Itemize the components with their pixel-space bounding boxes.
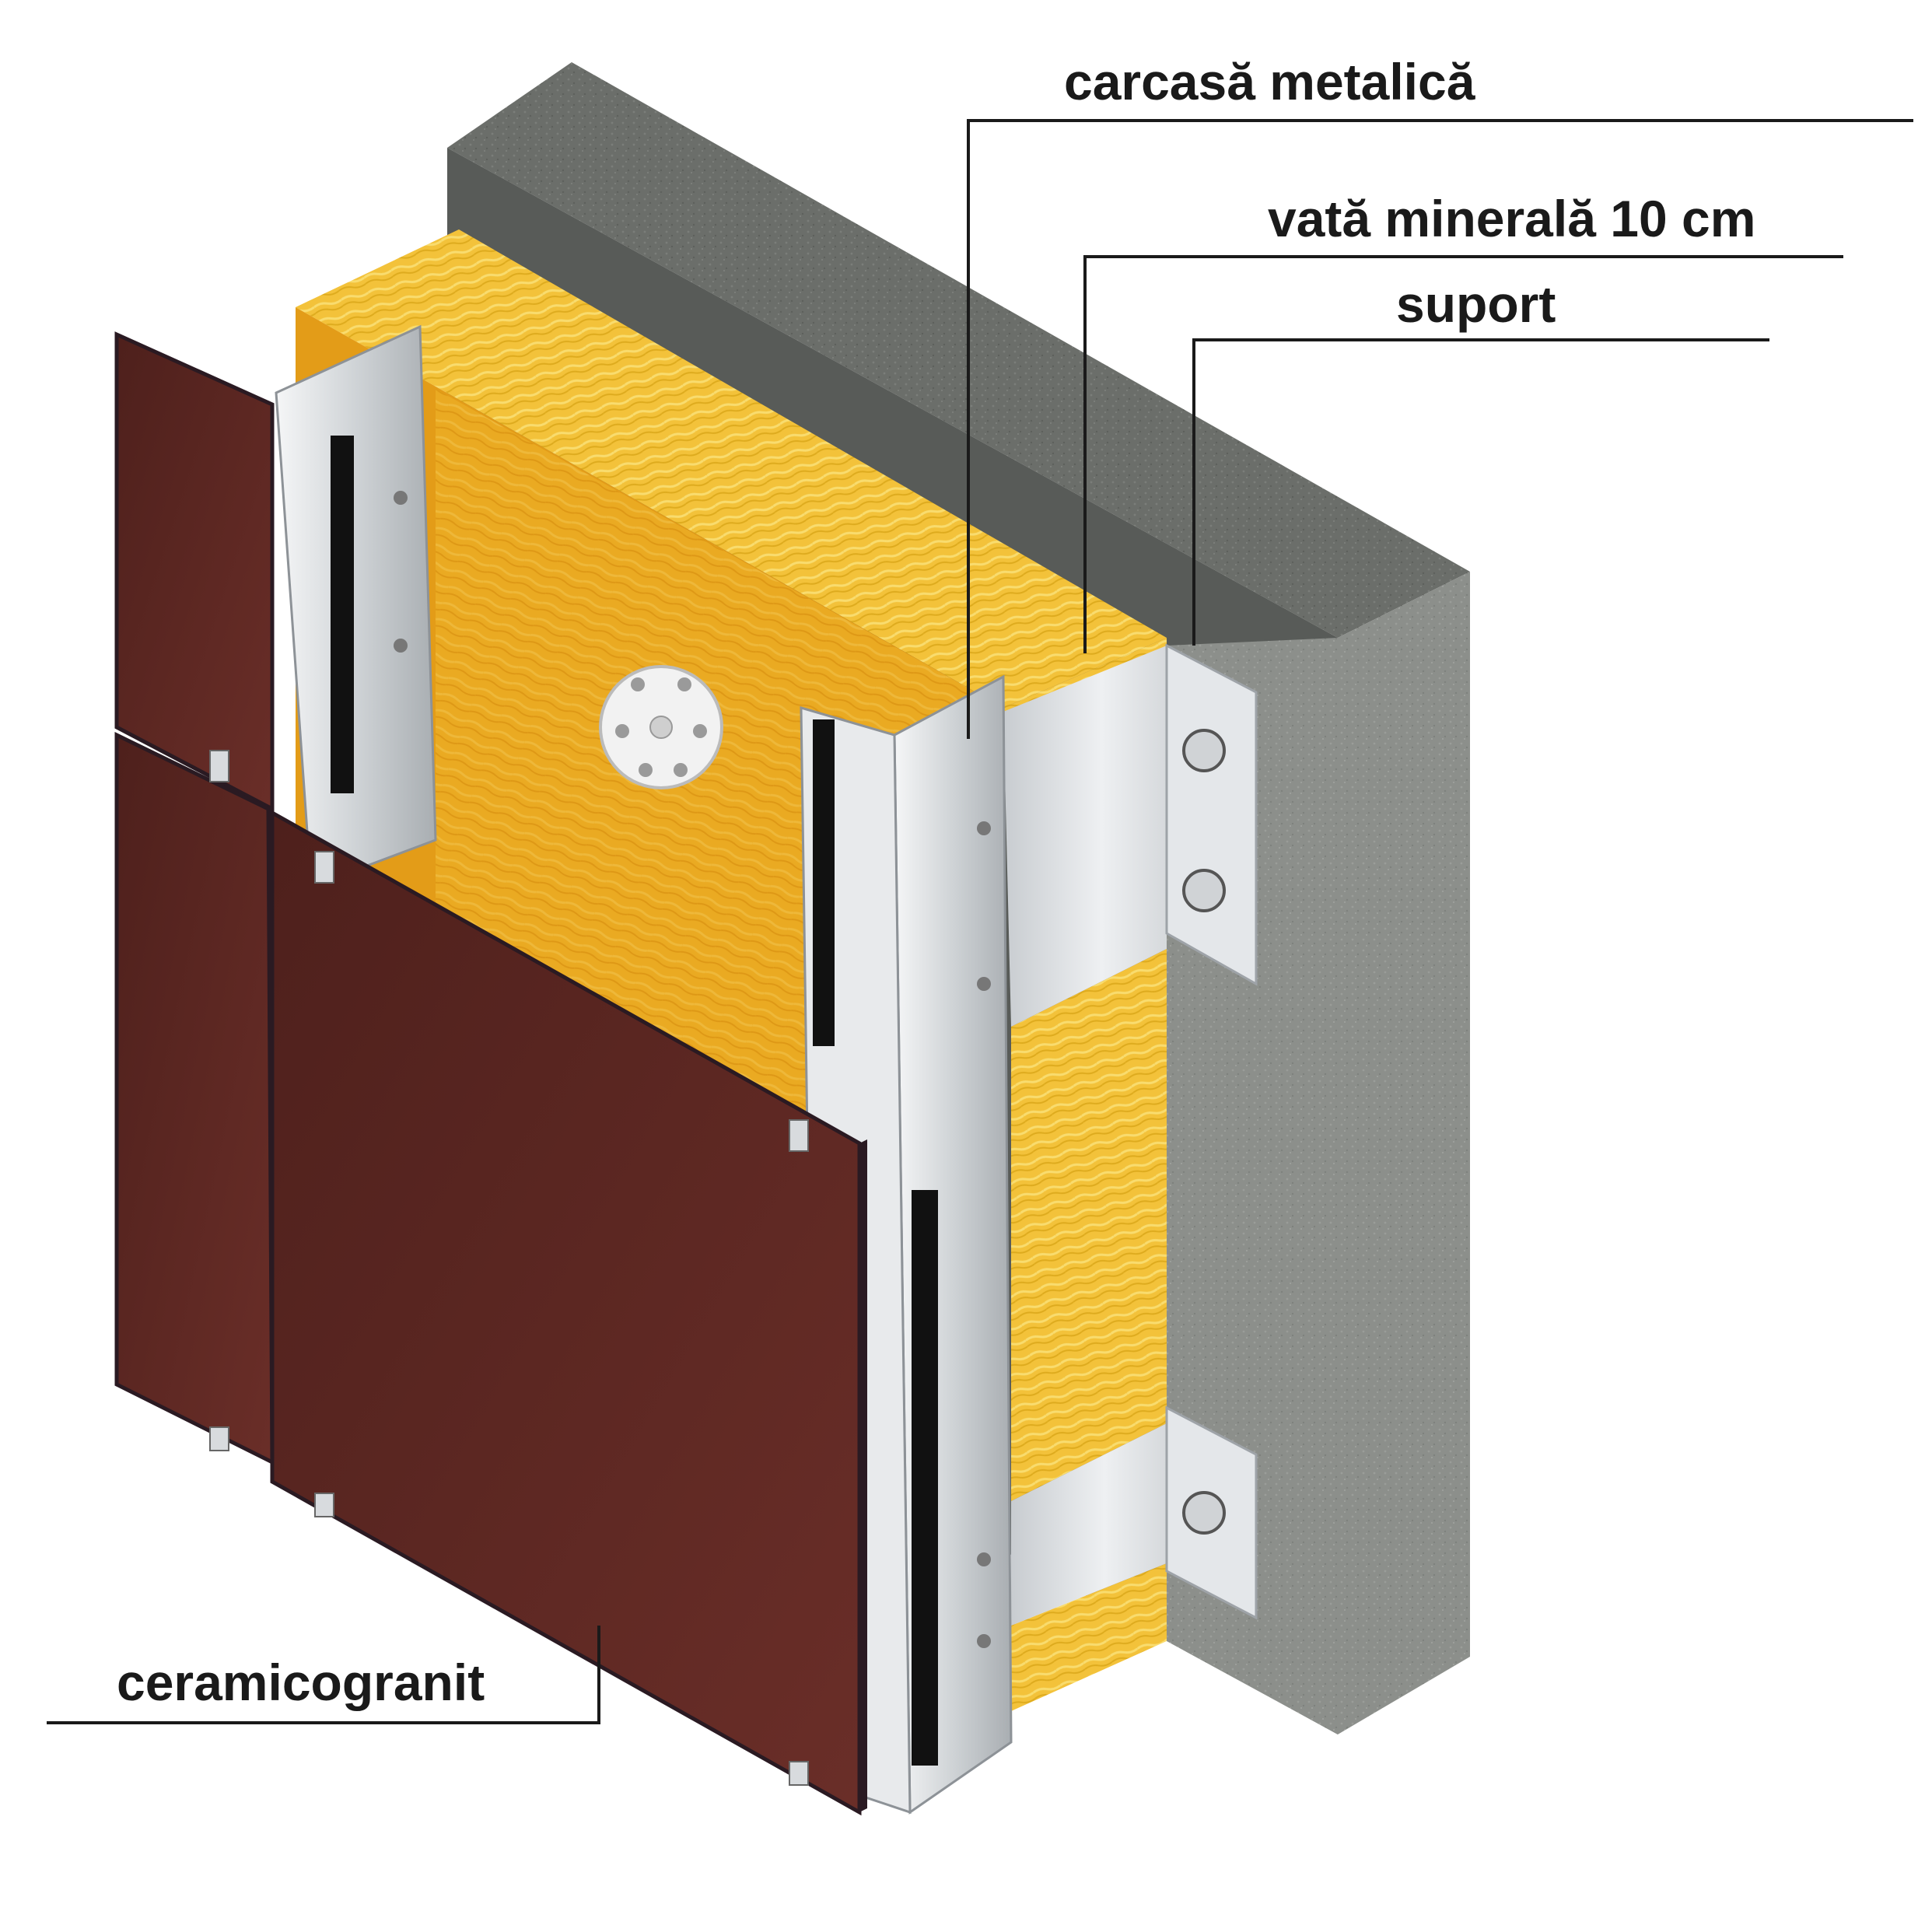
label-ceramic-granite: ceramicogranit [117,1654,485,1711]
rivet-icon [977,977,991,991]
bolt-icon [1182,729,1226,772]
left-profile-slot [331,436,354,793]
panel-clip [789,1761,809,1786]
insulation-dowel [599,665,723,789]
leader-line-vata [1083,255,1843,653]
concrete-top-face [447,62,1470,638]
wool-side-strip-lower [1011,1563,1167,1711]
bolt-icon [1182,1491,1226,1535]
support-brackets [1003,643,1258,1626]
left-profile [275,324,437,889]
label-metal-frame: carcasă metalică [1064,53,1475,110]
leader-line-ceramicogranit [47,1626,600,1724]
leader-line-suport [1192,338,1769,646]
ceramic-panels [114,331,867,1816]
rivet-icon [977,821,991,835]
label-support: suport [1396,275,1556,333]
panel-clip [314,851,334,884]
label-mineral-wool: vată minerală 10 cm [1268,190,1756,247]
rivet-icon [977,1552,991,1566]
concrete-side-face [1338,572,1470,1734]
ceramic-panel-lower-left [114,732,275,1466]
right-profile-slot-lower [912,1190,938,1766]
ceramic-panel-upper-left [114,331,275,813]
wool-side-strip-middle [1011,949,1167,1501]
bolt-icon [1182,869,1226,912]
rivet-icon [394,491,408,505]
panel-clip [789,1119,809,1152]
rivet-icon [394,639,408,653]
ceramic-panel-edge [859,1139,867,1812]
leader-line-carcasa [967,119,1913,739]
upper-bracket-plate [1165,643,1258,986]
metal-frame [275,324,1013,1815]
wool-top-face [296,229,1167,708]
rivet-icon [977,1634,991,1648]
panel-clip [209,1426,229,1451]
panel-clip [209,750,229,782]
panel-clip [314,1493,334,1517]
upper-bracket [1003,646,1167,1027]
right-profile-slot-upper [813,719,835,1046]
leader-lines [47,119,1913,1724]
lower-bracket [1011,1423,1167,1626]
